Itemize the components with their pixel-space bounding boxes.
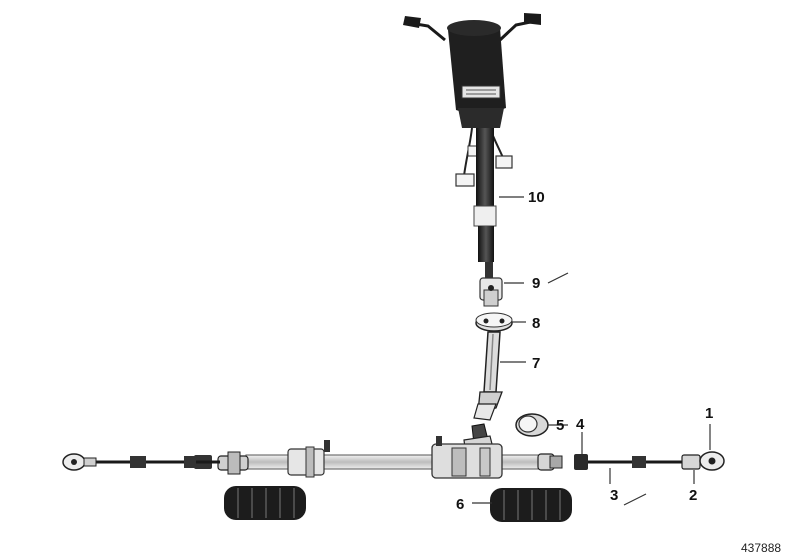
callout-7: 7 [532, 355, 540, 372]
callout-6: 6 [456, 496, 464, 513]
callout-5: 5 [556, 417, 564, 434]
left-tie-rod-assembly [62, 451, 249, 475]
callout-3: 3 [610, 487, 618, 504]
leader-3-tail [623, 493, 647, 506]
callout-2: 2 [689, 487, 697, 504]
universal-joint-upper [479, 277, 503, 307]
right-tie-rod-assembly [537, 451, 725, 471]
boot-right [490, 488, 572, 522]
callout-10: 10 [528, 189, 545, 206]
diagram-number: 437888 [741, 541, 781, 555]
flexible-disc-coupling [475, 312, 513, 332]
rubber-bush [515, 413, 549, 437]
callout-labels: 10 9 8 7 5 4 6 3 2 1 [456, 189, 713, 513]
boot-left [224, 486, 306, 520]
steering-column-housing [403, 13, 541, 128]
intermediate-shaft [473, 331, 503, 421]
steering-shaft [473, 128, 497, 278]
callout-1: 1 [705, 405, 713, 422]
steering-rack-housing [245, 436, 551, 479]
callout-4: 4 [576, 416, 585, 433]
callout-9: 9 [532, 275, 540, 292]
leader-lines [472, 196, 711, 506]
callout-8: 8 [532, 315, 540, 332]
leader-9-tail [547, 272, 569, 284]
